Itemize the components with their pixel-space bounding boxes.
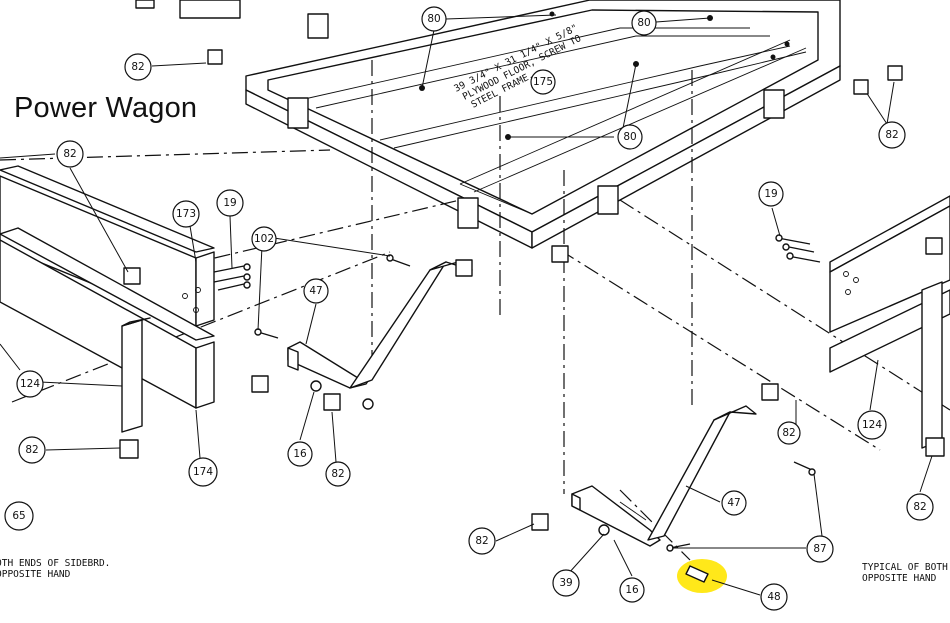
callout-c4: 82	[124, 53, 152, 81]
callout-c13: 173	[172, 200, 200, 228]
svg-text:82: 82	[25, 444, 38, 456]
callout-c20: 124	[16, 370, 44, 398]
callout-c25: 39	[552, 569, 580, 597]
leaders-top	[151, 14, 895, 140]
right-note-line-2: OPPOSITE HAND	[862, 573, 937, 584]
callout-c21: 124	[857, 410, 887, 440]
left-stake	[251, 259, 473, 411]
callout-c18: 47	[303, 278, 329, 304]
callout-c1: 80	[421, 6, 447, 32]
callout-c6: 82	[56, 140, 84, 168]
callout-c22: 16	[287, 441, 313, 467]
callout-c17: 102	[251, 226, 277, 252]
bottom-notes: OTH ENDS OF SIDEBRD. OPPOSITE HAND TYPIC…	[0, 558, 948, 584]
svg-text:80: 80	[427, 13, 440, 25]
callout-c14: 174	[188, 457, 218, 487]
callout-bubbles: 80 80 80 82 82 82 82 82 82 82 82 175 173…	[4, 6, 934, 611]
leaders-general	[0, 153, 933, 577]
svg-text:16: 16	[293, 448, 307, 460]
svg-text:80: 80	[623, 131, 636, 143]
svg-text:19: 19	[764, 188, 777, 200]
callout-c11: 82	[468, 527, 496, 555]
callout-c24: 65	[4, 501, 34, 531]
steel-frame	[245, 0, 841, 249]
svg-text:82: 82	[63, 148, 76, 160]
svg-text:173: 173	[176, 208, 196, 220]
right-note-line-1: TYPICAL OF BOTH	[862, 562, 948, 573]
callout-c19: 47	[721, 490, 747, 516]
left-note-line-1: OTH ENDS OF SIDEBRD.	[0, 558, 110, 569]
right-hardware	[775, 234, 821, 476]
callout-c23: 16	[619, 577, 645, 603]
svg-text:82: 82	[913, 501, 926, 513]
callout-c8: 82	[325, 461, 351, 487]
callout-c26: 87	[806, 535, 834, 563]
svg-text:19: 19	[223, 197, 236, 209]
svg-text:124: 124	[20, 378, 40, 390]
right-sideboard	[829, 65, 950, 457]
center-stake	[531, 245, 779, 552]
callout-c2: 80	[631, 10, 657, 36]
callout-c5: 82	[878, 121, 906, 149]
svg-text:82: 82	[782, 427, 795, 439]
callout-c9: 82	[777, 421, 801, 445]
left-hardware	[213, 254, 411, 339]
assembly-centerlines	[0, 60, 950, 561]
callout-c27: 48	[760, 583, 788, 611]
svg-text:174: 174	[193, 466, 213, 478]
svg-text:80: 80	[637, 17, 650, 29]
svg-text:16: 16	[625, 584, 639, 596]
callout-c12: 175	[530, 69, 556, 95]
svg-text:65: 65	[12, 510, 25, 522]
callout-c3: 80	[617, 124, 643, 150]
callout-c7: 82	[18, 436, 46, 464]
diagram-title: Power Wagon	[14, 92, 198, 124]
svg-text:82: 82	[331, 468, 344, 480]
svg-text:87: 87	[813, 543, 826, 555]
callout-c10: 82	[906, 493, 934, 521]
callout-c15: 19	[216, 189, 244, 217]
pin-48-highlight	[677, 559, 761, 596]
svg-text:82: 82	[885, 129, 898, 141]
top-left-fragment	[135, 0, 241, 65]
svg-text:124: 124	[862, 419, 882, 431]
svg-text:47: 47	[727, 497, 740, 509]
svg-text:102: 102	[254, 233, 274, 245]
svg-text:48: 48	[767, 591, 780, 603]
callout-c16: 19	[758, 181, 784, 207]
svg-text:82: 82	[131, 61, 144, 73]
svg-text:82: 82	[475, 535, 488, 547]
svg-text:175: 175	[533, 76, 553, 88]
left-note-line-2: OPPOSITE HAND	[0, 569, 71, 580]
svg-text:47: 47	[309, 285, 322, 297]
svg-text:39: 39	[559, 577, 572, 589]
left-sideboard	[0, 165, 215, 459]
